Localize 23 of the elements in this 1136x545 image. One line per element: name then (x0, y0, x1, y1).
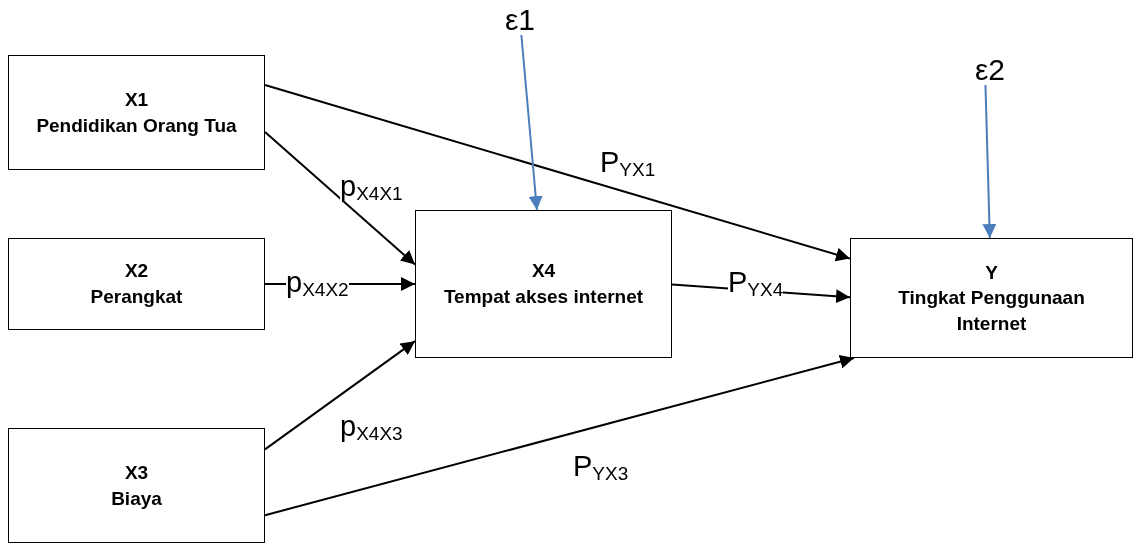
variable-name: Tempat akses internet (443, 285, 644, 309)
variable-code: X2 (124, 259, 149, 284)
variable-code: Y (985, 260, 998, 285)
error-term: ε1 (505, 5, 536, 35)
variable-code: X3 (124, 460, 149, 485)
path-arrow (982, 84, 997, 239)
variable-code: X4 (531, 259, 556, 284)
error-term: ε2 (975, 55, 1006, 85)
path-arrow (264, 131, 416, 266)
variable-box (415, 210, 672, 358)
path-arrow (264, 340, 416, 451)
variable-name: Biaya (111, 486, 162, 511)
variable-name: Pendidikan Orang Tua (36, 113, 237, 138)
variable-box (8, 428, 265, 543)
variable-name: Tingkat Penggunaan Internet (897, 286, 1086, 336)
path-arrow (264, 354, 855, 517)
variable-box (850, 238, 1133, 358)
variable-box (8, 238, 265, 330)
path-arrow (520, 34, 543, 211)
path-arrow (264, 84, 851, 262)
variable-name: Perangkat (90, 285, 183, 309)
variable-box (8, 55, 265, 170)
variable-code: X1 (124, 87, 149, 112)
